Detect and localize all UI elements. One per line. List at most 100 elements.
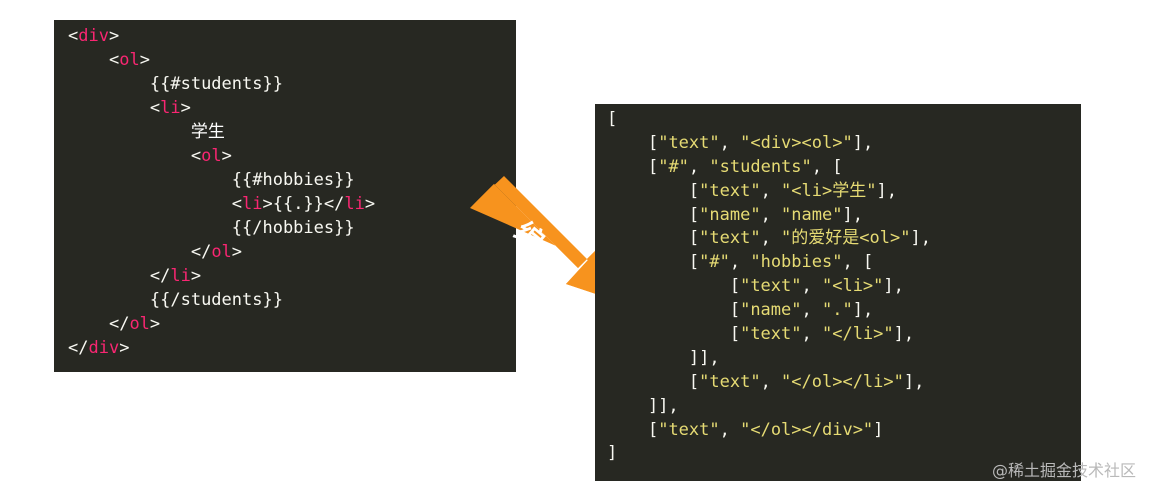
code-punct: > [149,314,161,334]
tokens-code-panel: [ ["text", "<div><ol>"], ["#", "students… [595,104,1081,481]
code-tag: div [78,26,109,46]
code-text: 学生 [190,122,225,142]
compile-arrow: 编 译 [460,172,660,322]
code-mustache: {{/students}} [149,290,283,310]
code-punct: ], [893,324,915,345]
code-string: "text" [658,419,720,440]
code-punct: > [231,242,243,262]
code-line: </ol> [68,312,516,336]
code-punct: < [149,98,161,118]
code-punct: </ [108,314,130,334]
code-string: "name" [781,204,843,225]
code-punct: ], [852,300,874,321]
code-string: "name" [740,300,802,321]
code-punct: , [ [842,252,874,273]
code-punct: [ [688,371,700,392]
code-tag: ol [201,146,222,166]
code-punct: [ [729,276,741,297]
code-punct: , [ [811,156,843,177]
code-string: "#" [699,252,730,273]
code-punct: , [801,300,822,321]
code-line: ["text", "<div><ol>"], [607,132,1081,156]
code-string: "text" [658,132,720,153]
code-line: ["name", "name"], [607,204,1081,228]
code-line: ["text", "<li>学生"], [607,180,1081,204]
code-punct: [ [729,300,741,321]
code-punct: [ [688,252,700,273]
code-punct: ], [910,228,931,249]
code-tag: li [160,98,181,118]
code-punct: [ [647,156,659,177]
code-string: "</li>" [821,324,894,345]
code-punct: > [119,338,130,358]
code-string: "hobbies" [750,252,843,273]
code-punct: , [760,371,782,392]
code-tag: ol [129,314,150,334]
code-string: "<li>" [821,276,884,297]
code-punct: [ [688,228,700,249]
code-punct: [ [647,419,659,440]
code-line: <ol> [68,48,516,72]
code-punct: , [801,324,822,345]
code-punct: ]], [688,347,720,368]
code-string: "text" [699,180,761,201]
code-string: "name" [699,204,761,225]
code-mustache: {{#hobbies}} [231,170,355,190]
code-line: <li>{{.}}</li> [68,192,516,216]
code-punct: , [729,252,751,273]
code-string: "text" [699,371,761,392]
code-mustache: {{/hobbies}} [231,218,355,238]
code-punct: > [221,146,232,166]
code-punct: ] [873,419,884,440]
code-line: ["name", "."], [607,299,1081,323]
arrow-body [470,184,626,304]
code-line: ["text", "<li>"], [607,275,1081,299]
code-string: "</ol></li>" [781,371,904,392]
code-mustache: {{#students}} [149,74,283,94]
code-line: ["text", "</li>"], [607,323,1081,347]
code-punct: < [231,194,243,214]
code-punct: [ [647,132,659,153]
code-line: ]], [607,347,1081,371]
code-line: </li> [68,264,516,288]
code-punct: [ [729,324,741,345]
code-line: <ol> [68,144,516,168]
code-tag: li [344,194,365,214]
code-punct: </ [149,266,171,286]
code-line: </div> [68,336,516,360]
code-string: "students" [709,156,812,177]
code-punct: ] [607,443,618,464]
code-punct: [ [688,180,700,201]
code-punct: , [688,156,710,177]
watermark: @稀土掘金技术社区 [991,461,1136,480]
code-punct: , [719,419,741,440]
code-line: {{/students}} [68,288,516,312]
code-string: "</ol></div>" [740,419,874,440]
code-line: <li> [68,96,516,120]
code-line: ] [607,442,1081,466]
code-string: "." [821,300,853,321]
code-punct: ]], [647,395,679,416]
code-tag: div [88,338,120,358]
code-punct: ], [903,371,925,392]
code-line: ["text", "</ol></div>"] [607,419,1081,443]
code-line: </ol> [68,240,516,264]
code-punct: ], [883,276,904,297]
code-string: "text" [740,324,802,345]
code-punct: > [139,50,150,70]
code-line: [ [607,108,1081,132]
code-punct: </ [190,242,212,262]
code-punct: ], [852,132,874,153]
code-line: {{#students}} [68,72,516,96]
code-punct: ], [876,180,897,201]
code-line: <div> [68,24,516,48]
code-tag: ol [211,242,232,262]
code-punct: > [108,26,120,46]
code-punct: [ [607,109,618,129]
code-tag: ol [119,50,140,70]
arrow-right-icon [470,176,626,304]
code-line: ["text", "的爱好是<ol>"], [607,227,1081,251]
code-line: ["#", "hobbies", [ [607,251,1081,275]
code-punct: < [190,146,202,166]
code-punct: , [760,180,782,201]
